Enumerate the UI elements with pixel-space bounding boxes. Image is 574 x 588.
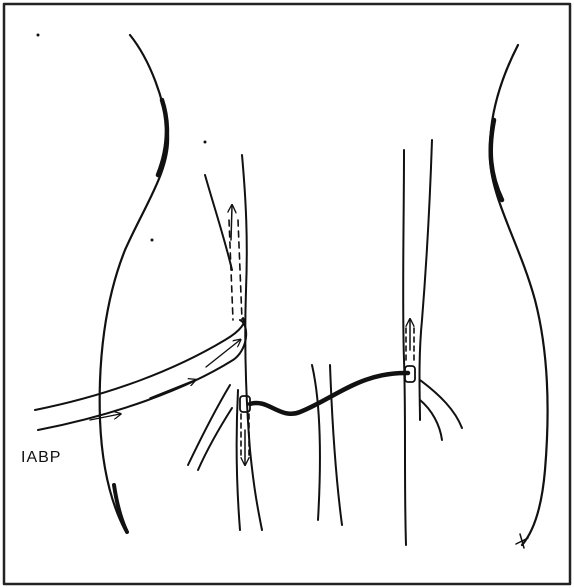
right-vessel-branch-lower [420,400,442,440]
right-vessel-branch-upper [420,380,462,428]
left-vessel-outer-wall [205,175,232,270]
speck-2 [204,141,206,143]
speck-1 [37,34,39,36]
iabp-label: IABP [21,449,61,467]
speck-3 [151,239,153,241]
iabp-catheter-upper [35,318,244,410]
iabp-flow-arrow-3 [206,340,240,367]
left-contour-shade [158,100,167,175]
right-body-contour [490,45,548,545]
left-vessel-branch-inner [198,408,232,470]
right-contour-shade [491,120,502,200]
upward-flow-arrow [231,206,232,240]
figure-border [4,4,570,584]
right-vessel-right-wall [420,140,433,420]
left-vessel-branch [188,385,230,465]
crossover-graft [250,373,408,414]
iabp-flow-arrow-2 [150,380,195,398]
left-body-contour [100,35,168,530]
midline-vessel-left [312,365,320,520]
iabp-catheter-dashed-right [238,220,242,320]
